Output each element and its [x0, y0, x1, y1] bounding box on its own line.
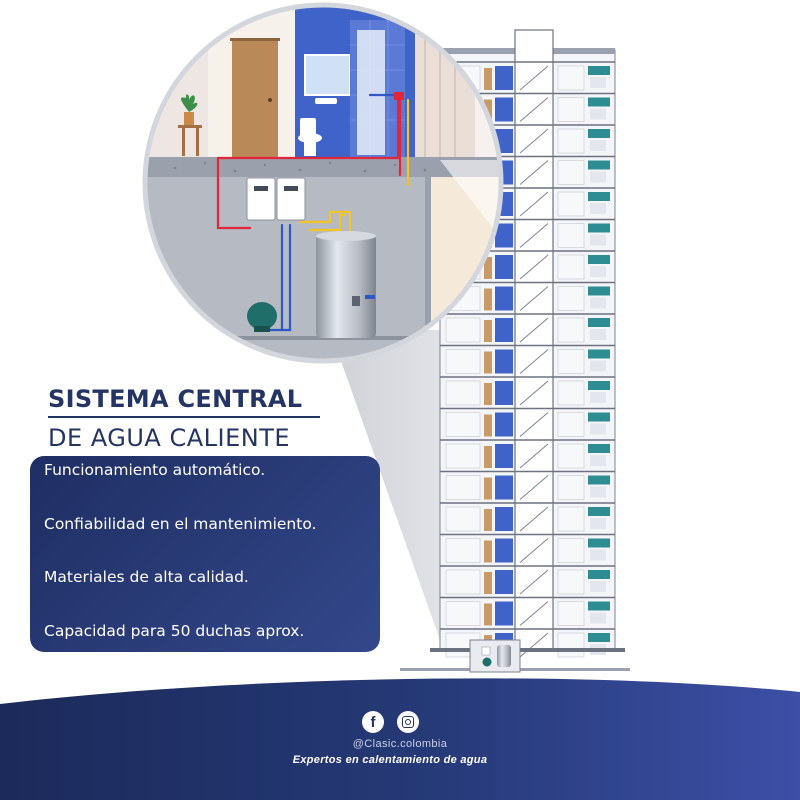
feature-item: Funcionamiento automático. — [44, 461, 266, 479]
facebook-icon[interactable]: f — [362, 711, 384, 733]
headline-subtitle: DE AGUA CALIENTE — [48, 424, 291, 452]
company-tagline: Expertos en calentamiento de agua — [292, 754, 488, 766]
magnifier-lens-rim — [142, 2, 504, 364]
features-card: Funcionamiento automático. Confiabilidad… — [30, 456, 380, 652]
feature-item: Confiabilidad en el mantenimiento. — [44, 514, 317, 533]
headline-divider — [48, 416, 320, 418]
headline: SISTEMA CENTRAL DE AGUA CALIENTE — [48, 384, 338, 452]
headline-title: SISTEMA CENTRAL — [48, 385, 303, 413]
feature-item: Capacidad para 50 duchas aprox. — [44, 621, 305, 640]
instagram-icon[interactable] — [397, 711, 419, 733]
building-tower — [400, 29, 630, 673]
social-handle: @Clasic.colombia — [352, 738, 448, 750]
feature-item: Materiales de alta calidad. — [44, 568, 249, 586]
footer-wave — [0, 678, 800, 800]
